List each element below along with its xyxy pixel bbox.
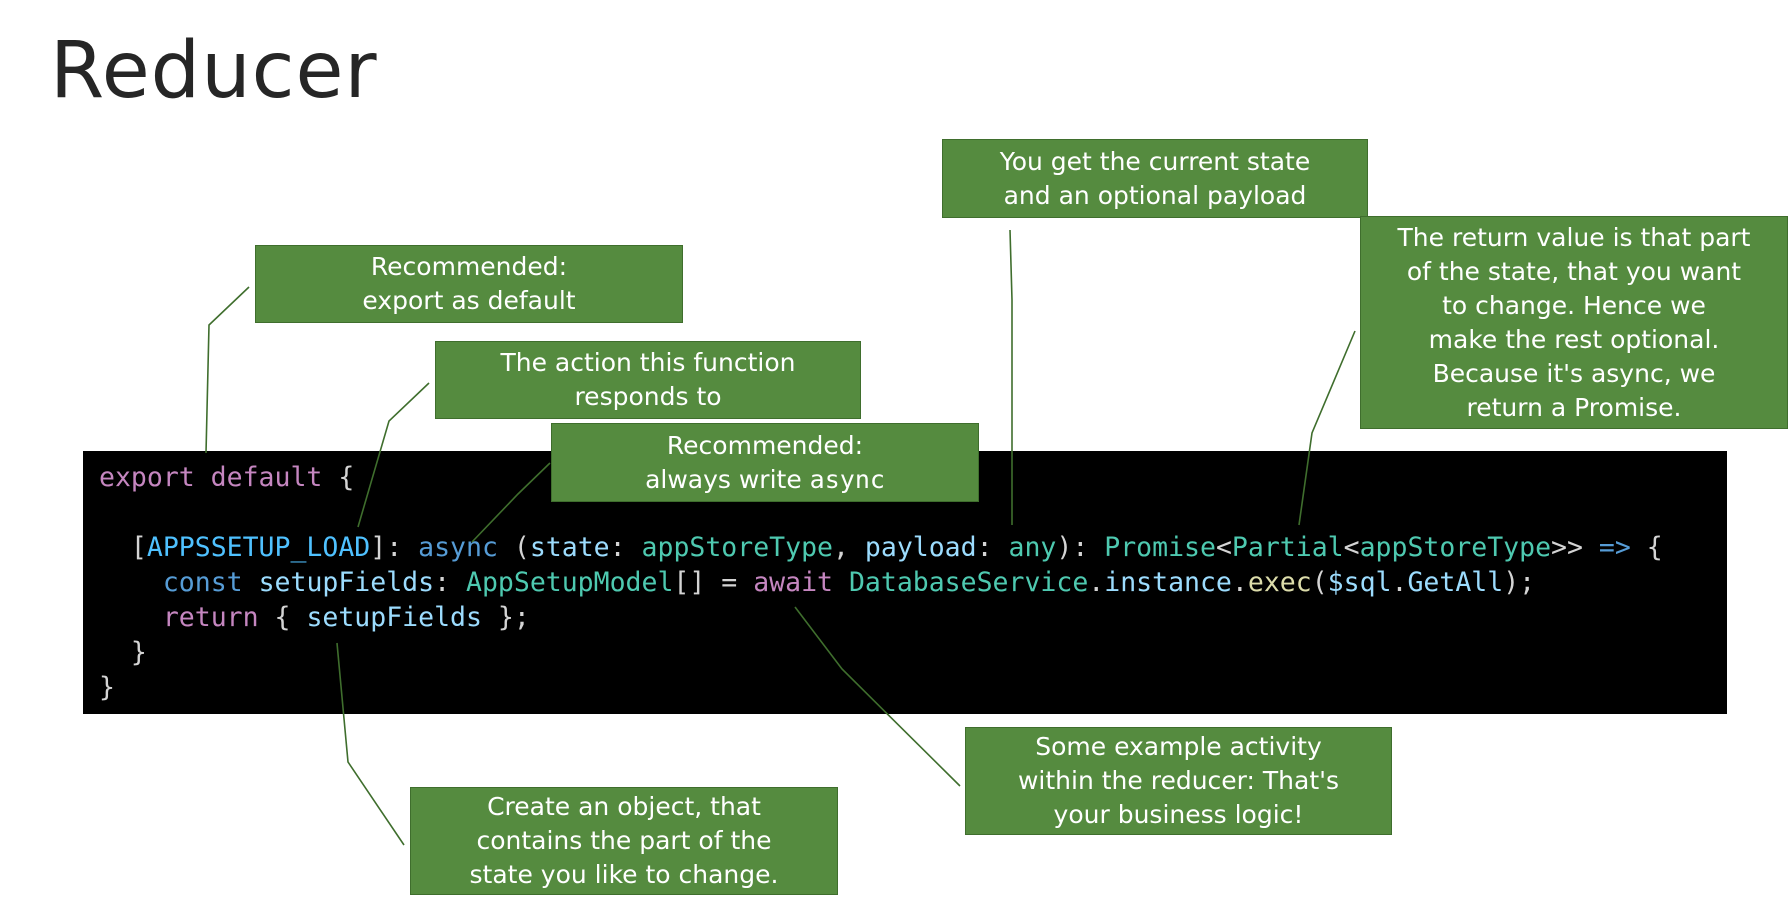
code-token: AppSetupModel [466,567,674,598]
code-token: APPSSETUP_LOAD [146,532,371,563]
callout-text: Recommended: [370,252,568,281]
callout-text: to change. Hence we [1442,290,1706,320]
leader-line-export-default [205,286,250,454]
code-token: : [976,532,1009,563]
code-token: [] = [673,567,754,598]
callout-create-object: Create an object, that contains the part… [410,787,838,895]
callout-text: your business logic! [1053,800,1304,829]
callout-text: The action this function [500,348,796,377]
code-line: } [99,673,115,703]
code-token: } [99,672,115,703]
code-token: setupFields [258,567,435,598]
code-token: . [1391,567,1408,598]
code-token [833,567,849,598]
callout-code-async: async [809,464,885,494]
code-token: : [434,567,466,598]
callout-text: responds to [574,382,722,411]
callout-async: Recommended: always write async [551,423,979,502]
code-token: export default [99,462,323,493]
code-token: ]: [370,532,419,563]
code-token: ( [497,532,530,563]
callout-text: return a Promise. [1466,392,1682,422]
code-token [243,567,259,598]
callout-text: always write async [552,463,978,497]
slide-title: Reducer [50,26,378,116]
code-token: >> [1551,532,1599,563]
code-token: { [1630,532,1663,563]
callout-text: make the rest optional. [1428,324,1720,354]
code-token: Partial [1231,532,1344,563]
callout-text: The return value is that part [1397,222,1751,252]
callout-text: Some example activity [1035,732,1322,761]
code-token: . [1088,567,1105,598]
code-line: return { setupFields }; [99,603,530,633]
code-token: state [529,532,610,563]
code-token: GetAll [1407,567,1504,598]
code-token: { [322,462,355,493]
callout-text: export as default [362,286,576,315]
code-token: }; [481,602,530,633]
code-token: setupFields [306,602,482,633]
code-token: } [99,637,147,668]
code-token: DatabaseService [848,567,1089,598]
callout-export-default: Recommended: export as default [255,245,683,323]
code-token: : [609,532,642,563]
callout-state-payload: You get the current state and an optiona… [942,139,1368,218]
code-token: ( [1311,567,1328,598]
callout-return-value: The return value is that part of the sta… [1360,216,1788,429]
code-token: => [1598,532,1631,563]
callout-business-logic: Some example activity within the reducer… [965,727,1392,835]
callout-action: The action this function responds to [435,341,861,419]
code-token: { [258,602,307,633]
code-token: . [1231,567,1248,598]
code-token: return [162,602,259,633]
code-token: await [753,567,833,598]
code-token: async [418,532,498,563]
code-token: $sql [1327,567,1392,598]
code-line: const setupFields: AppSetupModel[] = awa… [99,568,1535,598]
callout-text: Create an object, that [487,792,761,821]
code-token [99,567,163,598]
callout-text: state you like to change. [469,860,779,889]
callout-text: contains the part of the [476,826,772,855]
code-token: appStoreType [1359,532,1552,563]
code-token: appStoreType [641,532,833,563]
callout-text: and an optional payload [1003,180,1307,210]
callout-text: You get the current state [999,146,1311,176]
code-token: ): [1056,532,1105,563]
code-line: } [99,638,147,668]
code-token: < [1343,532,1360,563]
code-token: ); [1503,567,1536,598]
code-token: any [1008,532,1057,563]
code-line: export default { [99,463,354,493]
code-token [99,602,163,633]
callout-text: Because it's async, we [1432,358,1716,388]
code-token: payload [864,532,977,563]
callout-text: within the reducer: That's [1017,766,1340,795]
code-token: Promise [1104,532,1216,563]
code-line: [APPSSETUP_LOAD]: async (state: appStore… [99,533,1663,563]
callout-text-prefix: always write [645,464,810,494]
callout-text: of the state, that you want [1406,256,1742,286]
code-token: < [1215,532,1232,563]
code-token: [ [99,532,147,563]
code-token: instance [1104,567,1232,598]
code-token: exec [1247,567,1312,598]
code-token: const [162,567,243,598]
code-token: , [832,532,865,563]
callout-text: Recommended: [666,430,864,460]
